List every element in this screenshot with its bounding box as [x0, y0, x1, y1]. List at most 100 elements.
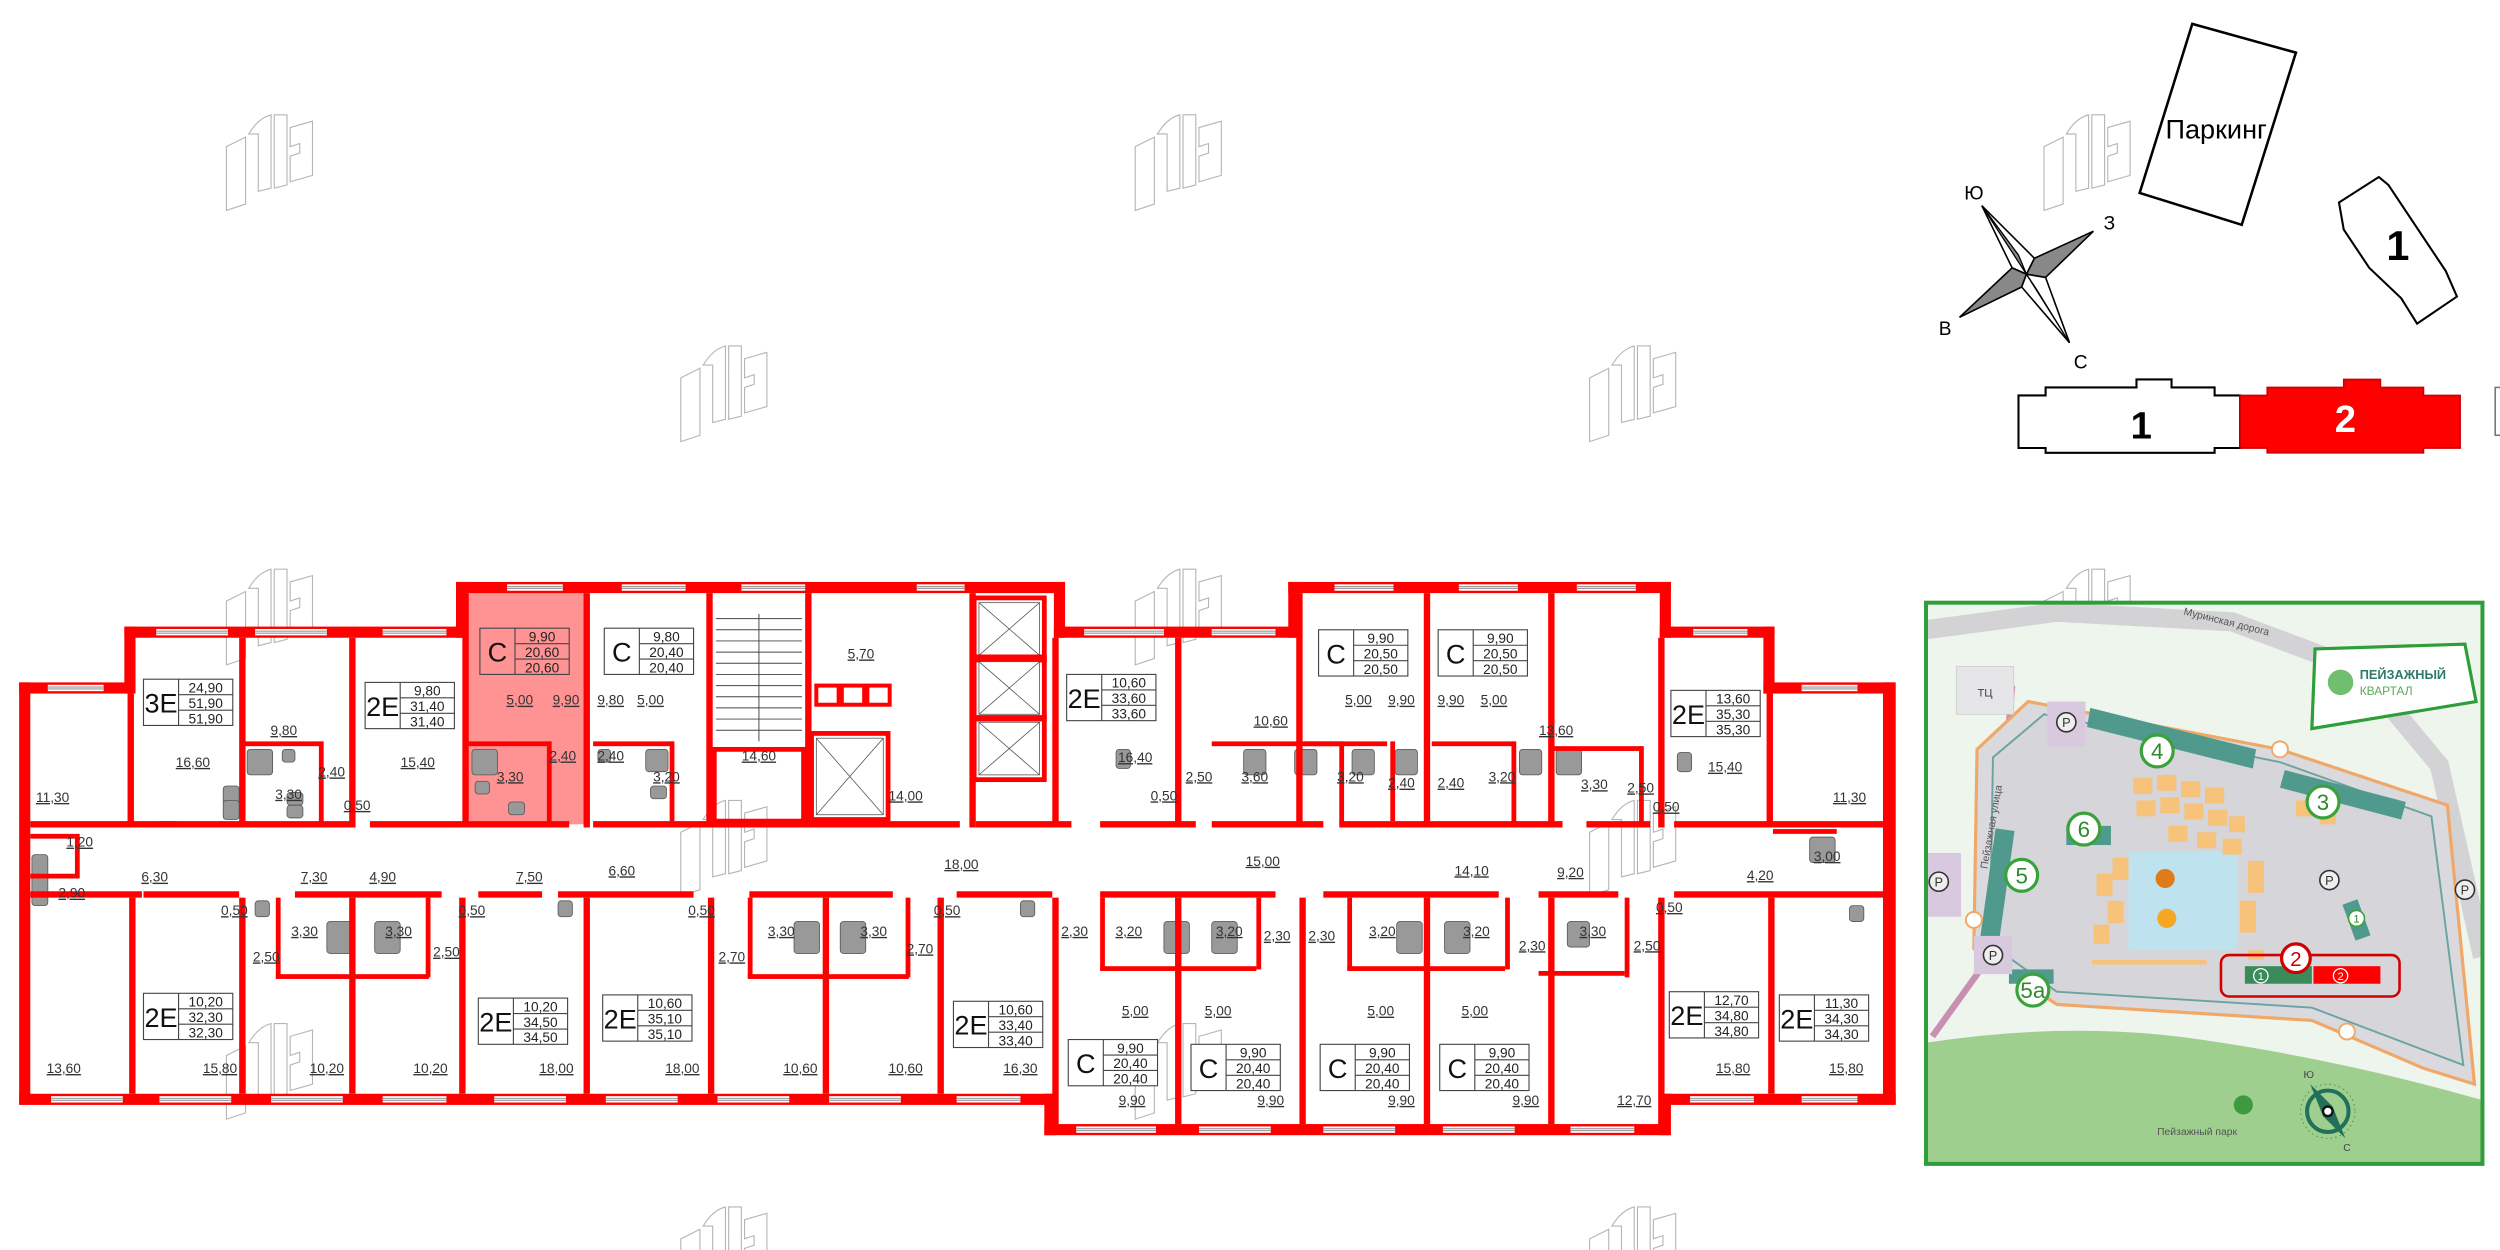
plumbing-fixture: [508, 801, 525, 816]
section-2-selected[interactable]: [2239, 378, 2461, 454]
parking-icon: [1982, 944, 2004, 966]
bicycle-icon: [1964, 911, 1983, 929]
room-area-label: 3,30: [291, 924, 318, 939]
mall-label: ТЦ: [1977, 688, 1993, 700]
compass-west-label: З: [2104, 214, 2116, 235]
wall: [747, 897, 753, 978]
apartment-area-value: 20,50: [1364, 662, 1399, 677]
room-area-label: 18,00: [944, 857, 979, 872]
window: [916, 584, 965, 591]
apartment-area-value: 9,90: [1117, 1041, 1144, 1056]
wall: [747, 974, 909, 979]
room-area-label: 2,40: [597, 749, 624, 764]
room-area-label: 7,30: [301, 870, 328, 885]
room-area-label: 2,70: [718, 949, 745, 964]
plumbing-fixture: [286, 804, 304, 819]
apartment-area-value: 10,20: [189, 995, 224, 1010]
wall: [349, 637, 356, 828]
room-area-label: 9,90: [1119, 1093, 1146, 1108]
windows: [47, 584, 1858, 1133]
apartment-type: С: [488, 637, 508, 668]
building-marker-3[interactable]: 3: [2305, 784, 2341, 820]
room-area-labels: 11,301,202,9016,609,803,302,400,5015,405…: [36, 646, 1867, 1107]
room-area-label: 15,40: [1708, 760, 1743, 775]
window: [1690, 1096, 1754, 1103]
watermark-logo: [1134, 114, 1222, 212]
room-area-label: 3,30: [768, 924, 795, 939]
elevators: [809, 595, 1047, 822]
room-area-label: 0,50: [1656, 900, 1683, 915]
apartment-type: С: [1328, 1053, 1348, 1084]
wall: [1639, 746, 1644, 826]
plumbing-fixture: [222, 799, 240, 820]
site-block: [2096, 873, 2113, 897]
room-area-label: 15,80: [1716, 1061, 1751, 1076]
adjacent-building-edge: [2494, 386, 2500, 437]
parking-symbol: P: [1989, 948, 1998, 963]
building-5-shape: [1977, 828, 2015, 958]
plumbing-fixture: [374, 921, 401, 954]
wall: [583, 897, 590, 1094]
room-area-label: 2,50: [433, 945, 460, 960]
parking-icon: [2454, 879, 2476, 901]
wall: [558, 891, 694, 898]
selected-building-marker[interactable]: 2: [2279, 942, 2312, 975]
pond: [2128, 851, 2237, 951]
apartment-type: С: [1447, 1053, 1467, 1084]
apartment-type: 2Е: [1670, 1000, 1703, 1031]
watermark-logo: [1589, 799, 1677, 897]
room-area-label: 5,00: [1122, 1004, 1149, 1019]
window: [1334, 584, 1394, 591]
apartment-area-value: 32,30: [189, 1025, 224, 1040]
room-area-label: 9,80: [270, 723, 297, 738]
wall: [1052, 897, 1059, 1125]
wall: [1175, 637, 1182, 828]
building-marker-5а[interactable]: 5а: [2015, 972, 2051, 1008]
apartment-area-value: 35,10: [648, 1012, 683, 1027]
apartment-area-value: 9,90: [1240, 1046, 1267, 1061]
wall: [1339, 741, 1345, 825]
room-area-label: 5,00: [1205, 1004, 1232, 1019]
wall: [1044, 1093, 1056, 1136]
room-area-label: 11,30: [36, 790, 70, 805]
wall: [30, 833, 75, 839]
building-marker-6[interactable]: 6: [2066, 811, 2102, 847]
section-1-outline[interactable]: [2017, 378, 2242, 454]
building-marker-1[interactable]: 1: [2347, 909, 2366, 928]
wall: [349, 897, 356, 1094]
wall: [455, 581, 468, 638]
building-marker-5[interactable]: 5: [2004, 857, 2040, 893]
wall: [239, 897, 246, 1094]
plumbing-fixture: [1555, 748, 1583, 776]
wall: [975, 821, 1072, 828]
building-marker-4[interactable]: 4: [2139, 733, 2175, 769]
site-block: [2160, 797, 2180, 814]
room-area-label: 14,00: [888, 788, 923, 803]
room-area-label: 5,00: [1461, 1004, 1488, 1019]
staircase: [711, 613, 806, 824]
wall: [294, 891, 442, 898]
apartment-area-value: 20,60: [525, 645, 560, 660]
apartment-area-value: 20,40: [1485, 1061, 1520, 1076]
wall: [1288, 581, 1300, 638]
wall: [478, 891, 543, 898]
wall: [1659, 581, 1671, 638]
